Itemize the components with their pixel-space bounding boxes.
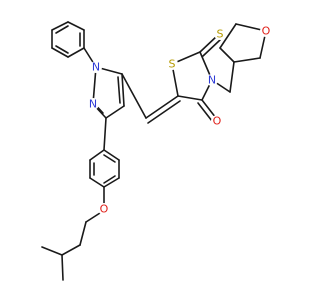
bond (201, 99, 217, 119)
atom-label: N (89, 98, 97, 111)
atom-label: O (100, 203, 109, 216)
bond (121, 73, 147, 119)
bond (147, 100, 181, 124)
bond (219, 47, 235, 63)
atom-o-carbonyl: O (211, 115, 223, 128)
atom-n-thiazolidine: N (206, 74, 218, 87)
atom-s-ring: S (166, 58, 178, 71)
atom-label: S (217, 28, 224, 41)
atom-s-thioxo: S (214, 28, 226, 41)
bond (89, 149, 105, 161)
atom-label: O (213, 115, 222, 128)
bond (51, 21, 69, 31)
atom-label: S (169, 58, 176, 71)
bond (55, 45, 69, 54)
atom-n-pyrazole-1: N (90, 61, 102, 74)
bond (51, 47, 69, 58)
bond-layer (41, 21, 267, 281)
bond (41, 246, 63, 256)
atom-o-ether: O (98, 203, 110, 216)
bond (92, 66, 97, 105)
bond (103, 149, 120, 161)
bond (103, 117, 107, 151)
bond (229, 61, 235, 93)
bond (233, 57, 261, 63)
atom-label: N (208, 74, 216, 87)
molecule-structure: N N N S S O O O (41, 21, 272, 281)
atom-label-layer: N N N S S O O O (87, 25, 272, 216)
bond (79, 221, 87, 246)
atom-n-pyrazole-2: N (87, 98, 99, 111)
atom-label: O (262, 25, 271, 38)
bond (89, 177, 105, 188)
bond (199, 35, 218, 53)
bond (61, 244, 81, 256)
bond (219, 23, 237, 49)
bond (177, 95, 203, 101)
atom-label: N (92, 61, 100, 74)
bond (103, 177, 120, 188)
bond (103, 175, 116, 184)
bond (85, 212, 101, 223)
bond (197, 102, 213, 122)
bond (117, 76, 121, 104)
bond (121, 73, 125, 107)
bond (55, 25, 69, 34)
atom-o-furan: O (260, 25, 272, 38)
bond (105, 105, 125, 119)
bond (67, 47, 85, 58)
bond (103, 154, 116, 163)
bond (202, 39, 221, 57)
bond (67, 21, 85, 31)
bond (61, 254, 64, 281)
bond (145, 95, 179, 119)
